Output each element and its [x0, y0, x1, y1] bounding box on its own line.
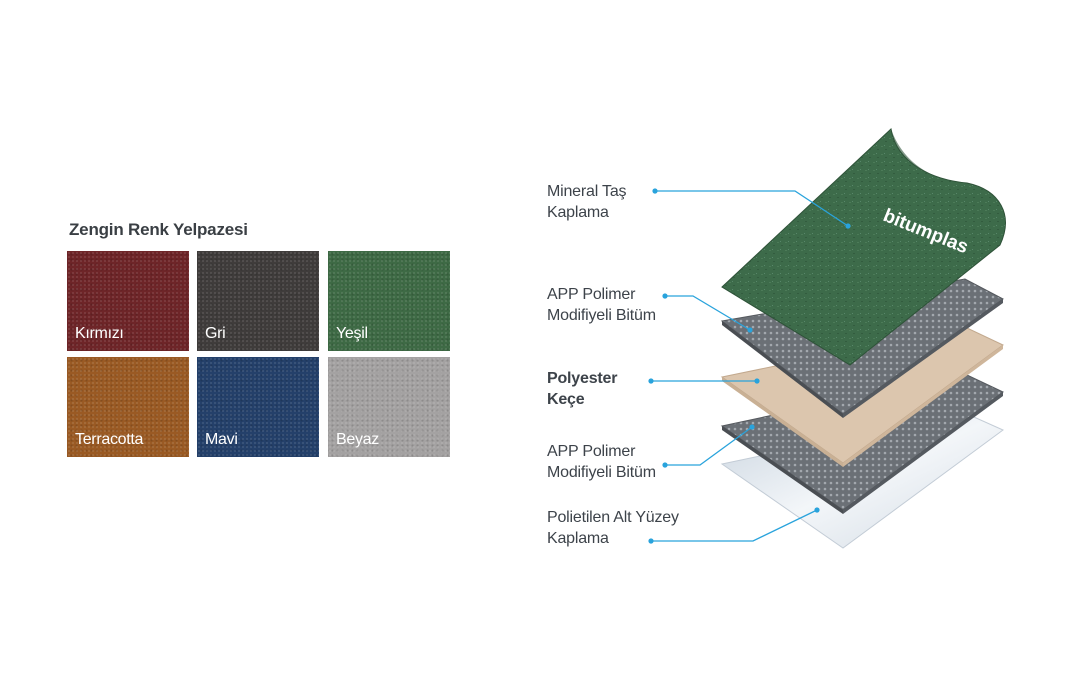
swatch-label: Kırmızı: [75, 325, 124, 342]
callout-polyester: Polyester Keçe: [547, 368, 617, 410]
swatch-label: Mavi: [205, 431, 238, 448]
callout-line: APP Polimer: [547, 286, 636, 303]
swatch-label: Gri: [205, 325, 226, 342]
swatch-terracotta[interactable]: Terracotta: [67, 357, 189, 457]
callout-bitumen-upper: APP Polimer Modifiyeli Bitüm: [547, 284, 656, 326]
leader-line-bitumen-upper: [665, 295, 751, 331]
callout-line: Polietilen Alt Yüzey: [547, 509, 679, 526]
callout-line: Polyester: [547, 370, 618, 387]
palette-title: Zengin Renk Yelpazesi: [69, 220, 248, 239]
leader-line-mineral: [655, 190, 849, 227]
callout-bitumen-lower: APP Polimer Modifiyeli Bitüm: [547, 441, 656, 483]
swatch-kirmizi[interactable]: Kırmızı: [67, 251, 189, 351]
swatch-yesil[interactable]: Yeşil: [328, 251, 450, 351]
callout-line: Keçe: [547, 391, 585, 408]
callout-line: Kaplama: [547, 530, 609, 547]
swatch-beyaz[interactable]: Beyaz: [328, 357, 450, 457]
callout-line: Modifiyeli Bitüm: [547, 307, 656, 324]
swatch-mavi[interactable]: Mavi: [197, 357, 319, 457]
leader-line-bitumen-lower: [665, 426, 753, 466]
callout-line: APP Polimer: [547, 443, 636, 460]
callout-line: Kaplama: [547, 204, 609, 221]
swatch-label: Terracotta: [75, 431, 144, 448]
callout-line: Modifiyeli Bitüm: [547, 464, 656, 481]
callout-mineral: Mineral Taş Kaplama: [547, 181, 627, 223]
callout-line: Mineral Taş: [547, 183, 627, 200]
swatch-gri[interactable]: Gri: [197, 251, 319, 351]
leader-line-polyethylene: [651, 509, 818, 542]
callout-polyethylene: Polietilen Alt Yüzey Kaplama: [547, 507, 679, 549]
swatch-label: Yeşil: [336, 325, 368, 342]
swatch-label: Beyaz: [336, 431, 379, 448]
